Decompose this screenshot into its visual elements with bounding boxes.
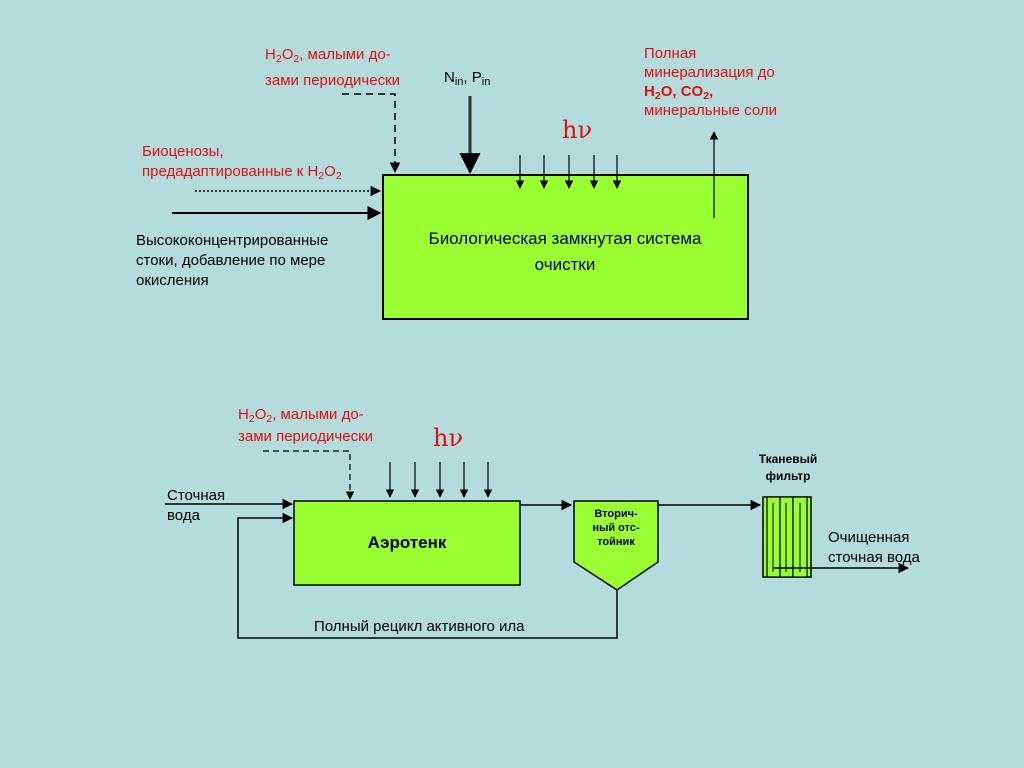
waste-water-label: Сточная вода xyxy=(167,487,226,524)
bio-system-title: Биологическая замкнутая система очистки xyxy=(428,229,702,274)
clean-water-label: Очищенная сточная вода xyxy=(828,529,920,566)
aerotank-label: Аэротенк xyxy=(367,533,447,552)
h2o2-dashed-line-bottom xyxy=(263,450,355,500)
aerotank-box xyxy=(293,500,521,586)
light-arrows-bottom xyxy=(385,462,493,498)
light-symbol-bottom: hν xyxy=(433,424,464,452)
fabric-filter xyxy=(762,496,812,578)
settler-label: Вторич- ный отс- тойник xyxy=(592,508,640,548)
secondary-settler-shape xyxy=(573,500,659,591)
recycle-loop-line xyxy=(237,512,618,639)
bio-system-box xyxy=(382,174,749,320)
np-label: Nin, Pin xyxy=(444,69,491,88)
concentrated-waste-label: Высококонцентрированные стоки, добавлени… xyxy=(136,232,329,289)
light-arrows-top xyxy=(515,155,622,189)
mineralization-label: Полная минерализация до H2O, CO2, минера… xyxy=(644,45,777,119)
recycle-label: Полный рецикл активного ила xyxy=(314,618,525,635)
light-symbol-top: hν xyxy=(562,116,593,144)
biocenoses-label: Биоценозы, предадаптированные к H2O2 xyxy=(142,143,342,182)
h2o2-dashed-line-top xyxy=(342,93,401,174)
h2o2-label-top: H2O2, малыми до- зами периодически xyxy=(265,46,401,89)
h2o2-label-bottom: H2O2, малыми до- зами периодически xyxy=(238,406,374,445)
filter-label: Тканевый фильтр xyxy=(758,452,818,483)
